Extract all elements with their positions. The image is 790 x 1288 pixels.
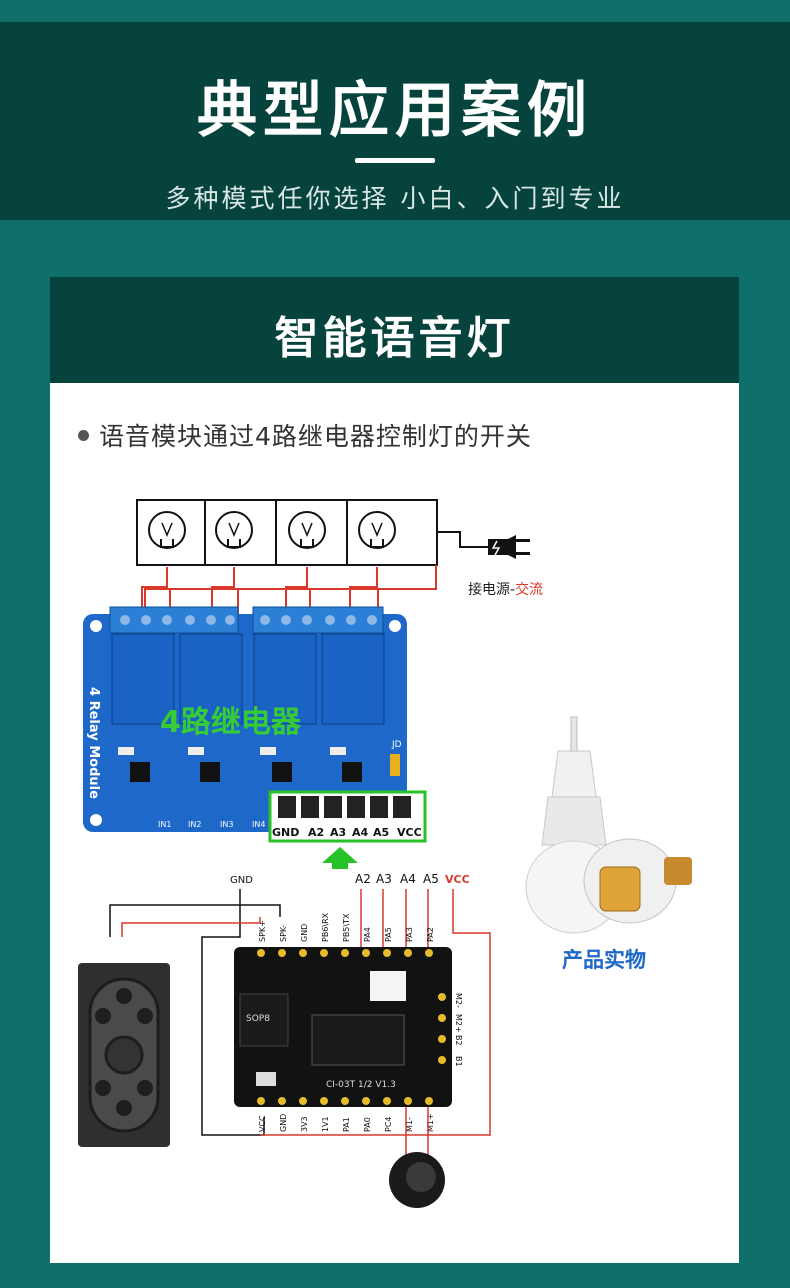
bulb-icon: [215, 511, 253, 549]
wire-label-a2: A2: [355, 872, 371, 886]
wire-label-a3: A3: [376, 872, 392, 886]
module-pin-label: PA0: [363, 1117, 372, 1132]
header-pin-label: A5: [373, 826, 389, 839]
title-underline: [355, 158, 435, 163]
hero-banner: 典型应用案例 多种模式任你选择 小白、入门到专业: [0, 22, 790, 220]
header-pin-label: VCC: [397, 826, 422, 839]
header-pin-label: A2: [308, 826, 324, 839]
wiring-diagram: 接电源-交流: [78, 499, 692, 1208]
relay-in-label: IN2: [188, 820, 201, 829]
power-plug-icon: [488, 535, 530, 559]
module-pin-label: M1-: [405, 1117, 414, 1132]
relay-module: [83, 606, 407, 832]
module-pin-label: PC4: [384, 1117, 393, 1133]
bulb-icon: [148, 511, 186, 549]
module-pin-label: SPK+: [258, 920, 267, 942]
module-pin-label: M2-: [454, 993, 463, 1008]
module-version: CI-03T 1/2 V1.3: [326, 1080, 396, 1090]
relay-big-label: 4路继电器: [160, 705, 302, 740]
voice-module: [234, 947, 452, 1107]
product-label: 产品实物: [562, 948, 646, 972]
module-pin-label: PA2: [426, 927, 435, 942]
chip-label: SOP8: [246, 1014, 270, 1024]
module-pin-label: PA5: [384, 927, 393, 942]
wire-label-vcc: VCC: [445, 873, 470, 886]
module-pin-label: SPK-: [279, 925, 288, 942]
feature-bullet: 语音模块通过4路继电器控制灯的开关: [78, 417, 532, 453]
module-pin-label: M1+: [426, 1113, 435, 1132]
relay-in-label: IN1: [158, 820, 171, 829]
bulb-icon: [358, 511, 396, 549]
bullet-dot-icon: [78, 429, 89, 441]
module-pin-label: PA3: [405, 927, 414, 942]
relay-in-label: IN4: [252, 820, 265, 829]
relay-jd-label: JD: [391, 740, 402, 750]
module-pin-label: GND: [300, 924, 309, 942]
module-pin-label: PB6\RX: [321, 912, 330, 942]
signal-wires-red: [121, 889, 491, 1136]
up-arrow-icon: [322, 847, 358, 869]
relay-in-label: IN3: [220, 820, 233, 829]
page-subtitle: 多种模式任你选择 小白、入门到专业: [165, 184, 625, 213]
card-title: 智能语音灯: [274, 313, 515, 364]
wire-label-gnd: GND: [230, 875, 253, 886]
header-pin-label: A3: [330, 826, 346, 839]
relay-feed-wires: [141, 565, 437, 620]
relay-header-pins: [278, 796, 411, 818]
module-pin-label: M2+: [454, 1014, 463, 1033]
page-title: 典型应用案例: [197, 76, 593, 146]
speaker-icon: [78, 963, 170, 1147]
module-pin-label: 3V3: [300, 1116, 309, 1132]
module-pin-label: PB5\TX: [342, 913, 351, 942]
power-label: 接电源-交流: [468, 581, 543, 598]
relay-side-label: 4 Relay Module: [86, 687, 101, 799]
wire-label-a5: A5: [423, 872, 439, 886]
module-pin-label: PA4: [363, 927, 372, 942]
mains-wires: [136, 499, 488, 566]
microphone-icon: [389, 1107, 445, 1208]
module-pin-label: VCC: [258, 1115, 267, 1132]
module-pin-label: PA1: [342, 1117, 351, 1132]
module-pin-label: GND: [279, 1114, 288, 1132]
header-pin-label: A4: [352, 826, 369, 839]
bulb-icon: [288, 511, 326, 549]
header-pin-label: GND: [272, 826, 299, 839]
signal-wires-black: [109, 889, 281, 1136]
module-pin-label: 1V1: [321, 1116, 330, 1132]
module-pin-label: B1: [454, 1056, 463, 1067]
lamp-socket-image: [583, 838, 692, 924]
module-pin-label: B2: [454, 1035, 463, 1046]
wire-label-a4: A4: [400, 872, 416, 886]
feature-text: 语音模块通过4路继电器控制灯的开关: [99, 422, 532, 451]
case-card: 智能语音灯 语音模块通过4路继电器控制灯的开关: [50, 277, 739, 1263]
card-header: 智能语音灯: [50, 277, 739, 383]
